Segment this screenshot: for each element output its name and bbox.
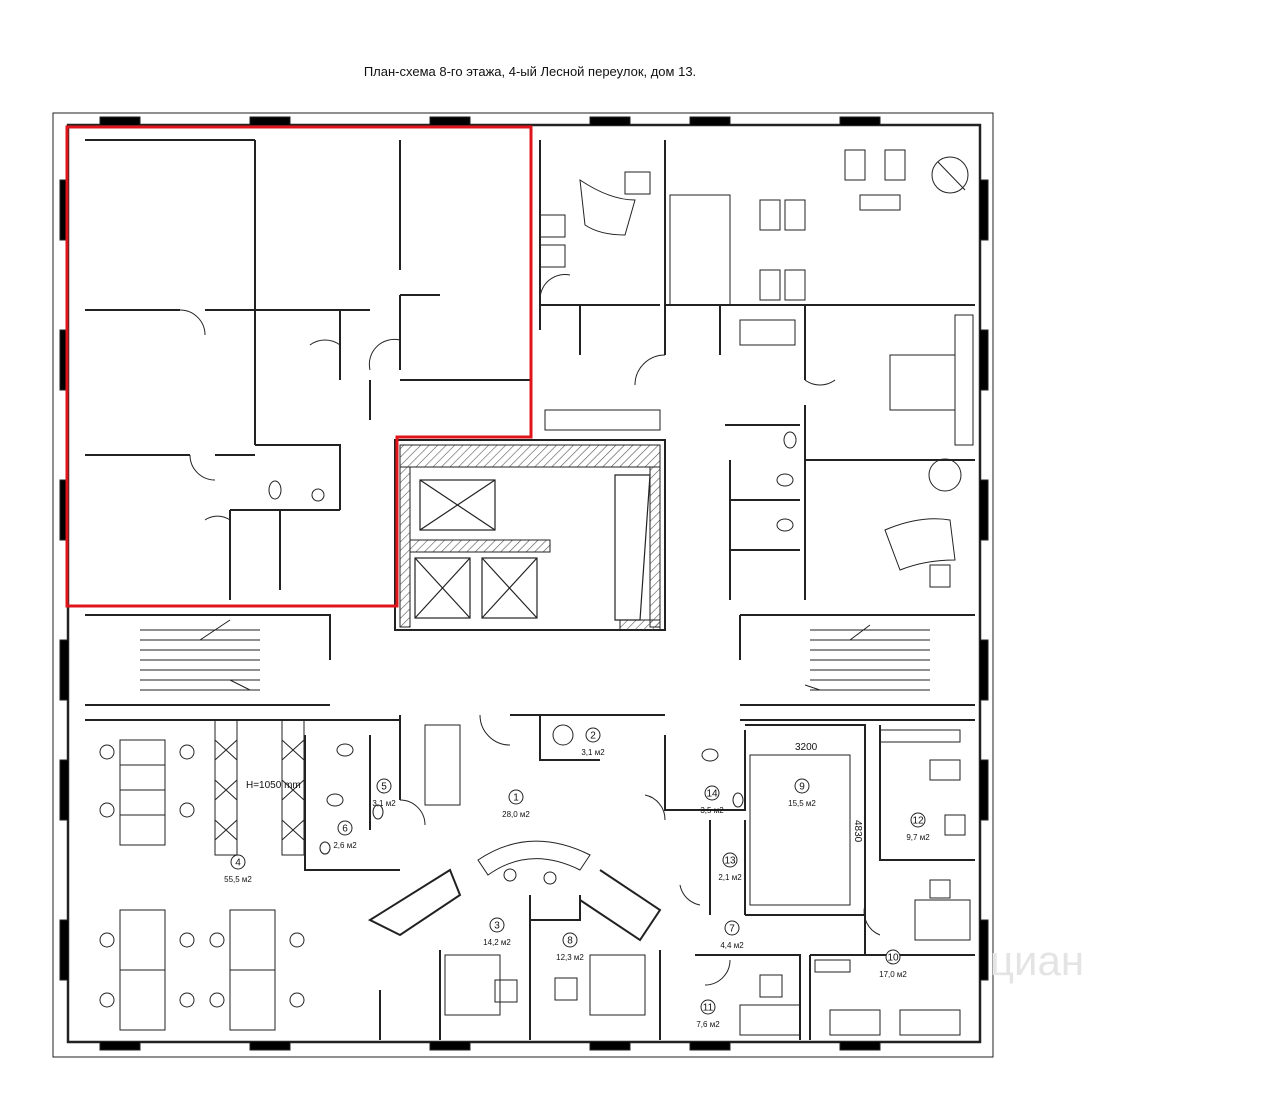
dim-height: 4830	[852, 820, 863, 843]
workstation-cluster	[99, 739, 305, 1031]
room-number: 2	[590, 731, 596, 742]
room-number: 13	[724, 856, 736, 867]
window-marks	[59, 116, 989, 1051]
room-area: 3,1 м2	[581, 748, 605, 757]
room-number: 11	[703, 1003, 714, 1014]
room-number: 4	[235, 858, 241, 869]
page-title: План-схема 8-го этажа, 4-ый Лесной переу…	[363, 64, 697, 79]
room-marker	[700, 999, 716, 1015]
room-marker	[230, 854, 246, 870]
room-number: 8	[567, 936, 573, 947]
stairs	[140, 619, 930, 691]
room-marker	[489, 917, 505, 933]
room-marker	[508, 789, 524, 805]
door-swings	[179, 274, 881, 986]
room-area: 15,5 м2	[788, 799, 816, 808]
room-area: 12,3 м2	[556, 953, 584, 962]
room-area: 7,6 м2	[696, 1020, 720, 1029]
elevator-core	[399, 444, 661, 631]
room-number: 1	[513, 793, 519, 804]
room-marker	[704, 785, 720, 801]
room-number: 3	[494, 921, 500, 932]
room-marker	[376, 778, 392, 794]
watermark: циан	[990, 937, 1084, 984]
furniture	[99, 149, 974, 1036]
room-marker	[724, 920, 740, 936]
room-number: 10	[887, 953, 899, 964]
room-number: 6	[342, 824, 348, 835]
room-marker	[910, 812, 926, 828]
room-area: 2,1 м2	[718, 873, 742, 882]
room-marker	[337, 820, 353, 836]
interior-walls	[85, 139, 975, 1040]
height-note: H=1050 mm	[246, 780, 301, 791]
room-area: 2,6 м2	[333, 841, 357, 850]
room-number: 12	[912, 816, 924, 827]
room-number: 5	[381, 782, 387, 793]
room-marker	[585, 727, 601, 743]
room-area: 55,5 м2	[224, 875, 252, 884]
room-area: 4,4 м2	[720, 941, 744, 950]
room-area: 9,7 м2	[906, 833, 930, 842]
room-number: 9	[799, 782, 805, 793]
room-area: 17,0 м2	[879, 970, 907, 979]
room-marker	[794, 778, 810, 794]
room-marker	[885, 949, 901, 965]
room-area: 28,0 м2	[502, 810, 530, 819]
room-number: 7	[729, 924, 735, 935]
dim-width: 3200	[795, 742, 818, 753]
room-number: 14	[706, 789, 718, 800]
room-marker	[722, 852, 738, 868]
room-area: 3,5 м2	[700, 806, 724, 815]
room-area: 14,2 м2	[483, 938, 511, 947]
room-marker	[562, 932, 578, 948]
room-area: 3,1 м2	[372, 799, 396, 808]
sanitary-fixtures	[268, 431, 797, 855]
highlighted-area	[65, 125, 533, 608]
room-labels: 1 28,0 м2 2 3,1 м2 3 14,2 м2 4 55,5 м2 5 3,1 м2 6 2…	[224, 727, 930, 1029]
